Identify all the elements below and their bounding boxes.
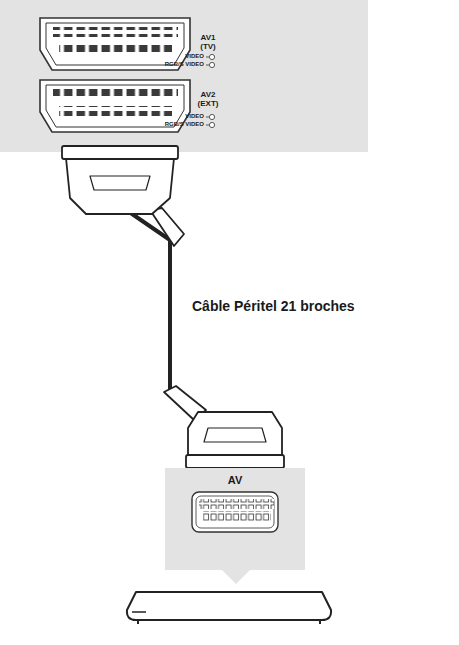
scart-socket-region: AV1 (TV) VIDEORGB/S VIDEO [35, 14, 228, 74]
scart-plug-upper [62, 146, 184, 246]
device-av-panel: AV [165, 468, 305, 570]
device-box [127, 592, 331, 624]
socket-name: AV1 (TV) [195, 33, 221, 51]
scart-plug-lower [164, 386, 284, 468]
socket-name: AV [165, 474, 305, 486]
signal-name: VIDEO [185, 53, 204, 60]
signal-name: VIDEO [185, 113, 204, 120]
signal-name: RGB/S VIDEO [165, 121, 204, 128]
cable-label: Câble Péritel 21 broches [190, 298, 357, 314]
signal-name: RGB/S VIDEO [165, 61, 204, 68]
scart-socket-region: AV2 (EXT) VIDEORGB/S VIDEO [35, 76, 228, 140]
scart-socket-device [192, 492, 278, 532]
tv-panel [0, 0, 368, 152]
device-panel [165, 468, 305, 570]
socket-name: AV2 (EXT) [193, 90, 223, 108]
panel-pointer [222, 570, 250, 584]
